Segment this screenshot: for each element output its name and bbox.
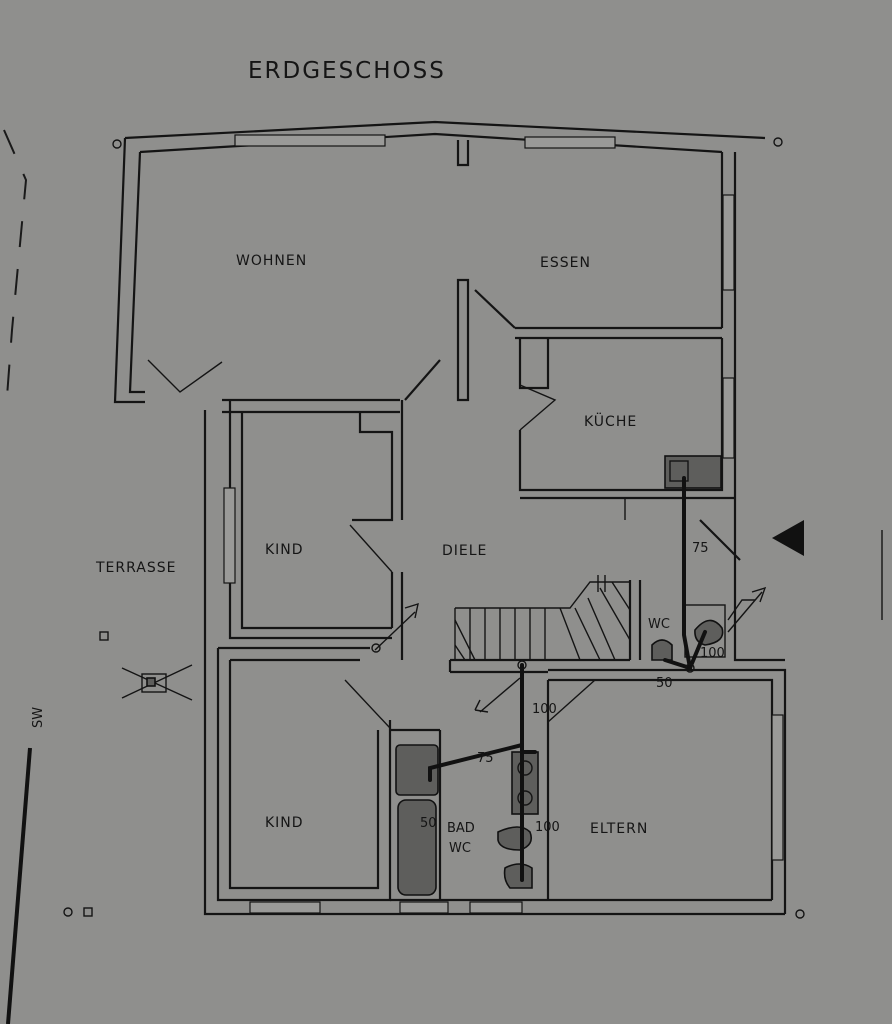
orientation-marker: SW bbox=[6, 707, 46, 1024]
pipe-size-wc-outlet: 100 bbox=[700, 646, 725, 661]
room-label-terrasse: TERRASSE bbox=[95, 560, 176, 576]
site-edge-dashes bbox=[3, 129, 28, 411]
pipe-size-main-drain: 100 bbox=[532, 702, 557, 717]
room-label-essen: ESSEN bbox=[540, 255, 591, 271]
pipe-size-bath-branch: 75 bbox=[477, 751, 494, 766]
terrace-lamp-icon bbox=[121, 664, 193, 701]
windows bbox=[223, 134, 784, 914]
room-label-diele: DIELE bbox=[442, 543, 487, 559]
room-label-bad-wc: WC bbox=[449, 841, 471, 856]
pipe-size-kueche-riser: 75 bbox=[692, 541, 709, 556]
room-label-wohnen: WOHNEN bbox=[236, 253, 307, 269]
orientation-label: SW bbox=[31, 707, 46, 728]
room-label-eltern: ELTERN bbox=[590, 821, 648, 837]
pipe-size-bath-toilet: 100 bbox=[535, 820, 560, 835]
room-label-kind-bottom: KIND bbox=[265, 815, 304, 831]
room-label-wc: WC bbox=[648, 617, 670, 632]
staircase[interactable] bbox=[454, 575, 631, 661]
doors bbox=[147, 359, 626, 729]
drain-pipes bbox=[428, 476, 707, 882]
direction-arrow-icon bbox=[772, 520, 804, 556]
kitchen-sink bbox=[664, 455, 722, 489]
bathroom-basins bbox=[497, 751, 539, 889]
pipe-size-bath-tub: 50 bbox=[420, 816, 437, 831]
wc-toilet bbox=[651, 599, 755, 661]
room-label-kind-top: KIND bbox=[265, 542, 304, 558]
room-label-bad: BAD bbox=[447, 821, 475, 836]
room-label-kueche: KÜCHE bbox=[584, 412, 637, 430]
plan-title: ERDGESCHOSS bbox=[248, 58, 446, 84]
pipe-size-wc-drain: 50 bbox=[656, 676, 673, 691]
bathtub bbox=[395, 744, 439, 896]
exterior-walls bbox=[63, 120, 805, 919]
vent-arrows bbox=[371, 586, 767, 713]
